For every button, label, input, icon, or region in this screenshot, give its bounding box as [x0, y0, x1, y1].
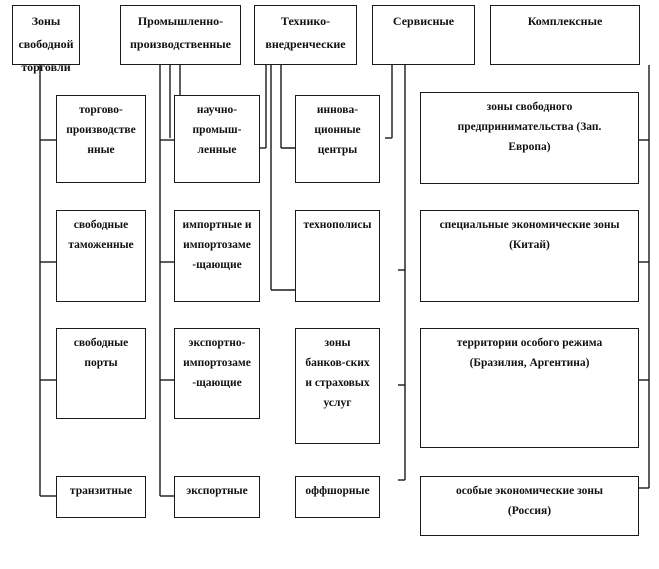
box-export-import: экспортно- импортозаме -щающие — [174, 328, 260, 419]
box-free-ports: свободные порты — [56, 328, 146, 419]
box-innovation-centers: иннова- ционные центры — [295, 95, 380, 183]
header-free-trade-zones: Зоны свободной торговли — [12, 5, 80, 74]
box-science-industrial: научно- промыш- ленные — [174, 95, 260, 183]
box-banking-insurance-zones: зоны банков-ских и страховых услуг — [295, 328, 380, 444]
header-service: Сервисные — [372, 5, 475, 65]
header-complex: Комплексные — [490, 5, 640, 65]
box-free-enterprise-zones: зоны свободного предпринимательства (Зап… — [420, 92, 639, 184]
box-trade-production: торгово- производстве нные — [56, 95, 146, 183]
box-offshore: оффшорные — [295, 476, 380, 518]
box-transit: транзитные — [56, 476, 146, 518]
box-special-economic-zones-russia: особые экономические зоны (Россия) — [420, 476, 639, 536]
box-export: экспортные — [174, 476, 260, 518]
box-special-regime-territories: территории особого режима (Бразилия, Арг… — [420, 328, 639, 448]
box-free-customs: свободные таможенные — [56, 210, 146, 302]
box-special-economic-zones-china: специальные экономические зоны (Китай) — [420, 210, 639, 302]
box-import-substituting: импортные и импортозаме -щающие — [174, 210, 260, 302]
header-technical-innovation: Технико- внедренческие — [254, 5, 357, 65]
header-industrial-production: Промышленно- производственные — [120, 5, 241, 65]
box-technopolises: технополисы — [295, 210, 380, 302]
